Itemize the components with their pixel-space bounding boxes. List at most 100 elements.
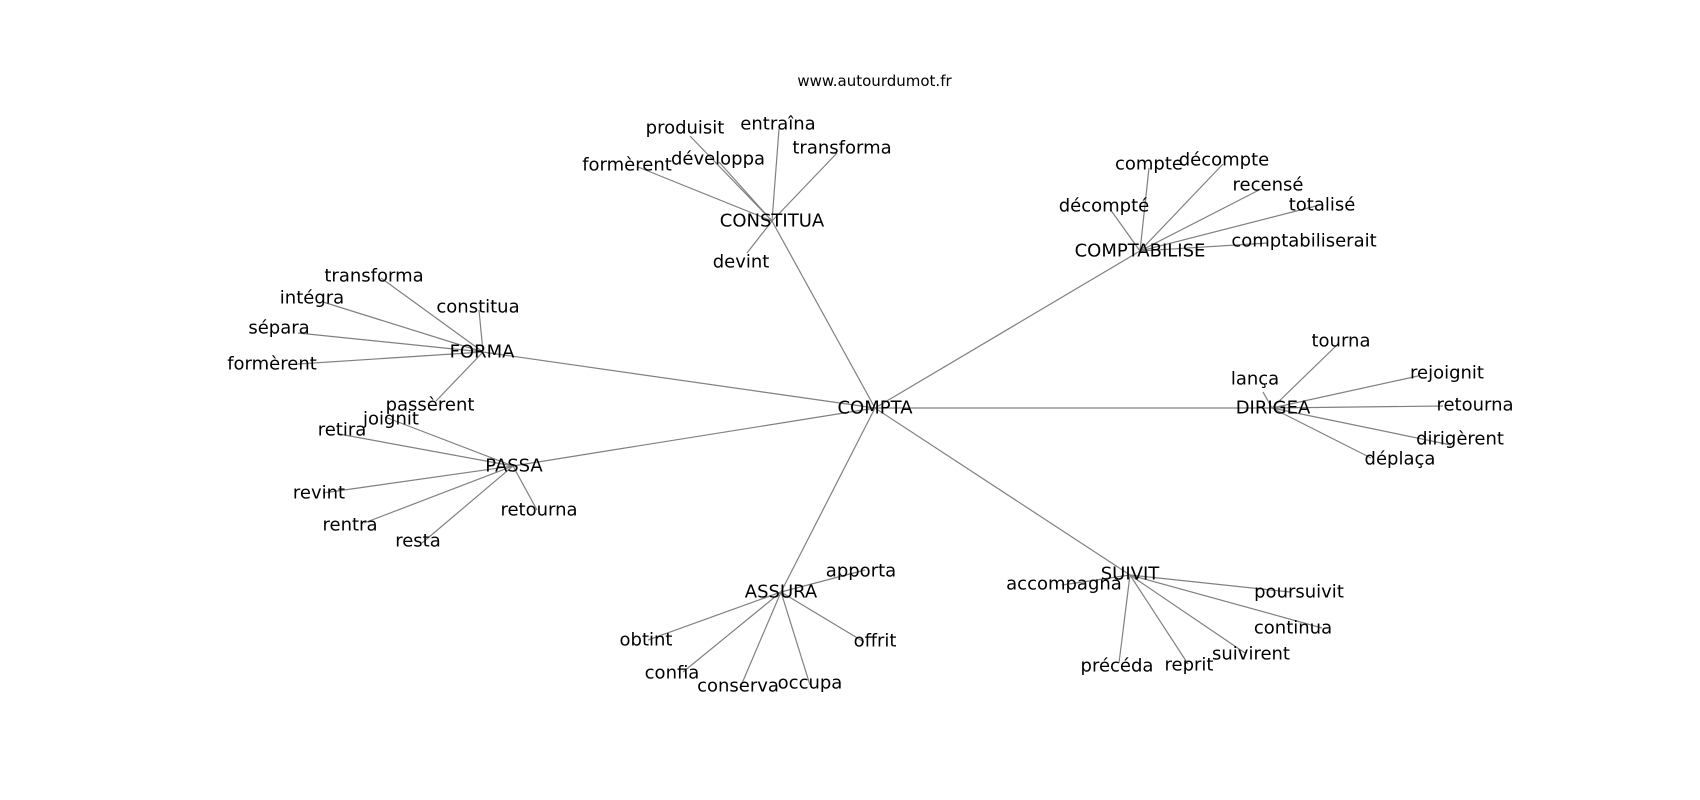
edge-passa-resta [421,465,514,544]
leaf-node-label-suivit-preceda: précéda [1081,656,1154,677]
edge-suivit-accompagna [1061,574,1131,586]
leaf-node-label-assura-conserva: conserva [697,676,779,697]
leaf-node-label-constitua-transforma: transforma [792,138,891,159]
edge-constitua-entraina [771,128,780,222]
edge-dirigea-dirigerent [1271,407,1452,446]
leaf-node-label-passa-retira: retira [318,420,367,441]
leaf-node-label-constitua-formerent: formèrent [582,155,672,176]
leaf-node-label-dirigea-tourna: tourna [1311,331,1370,352]
edge-comptabilise-comptabiliserait [1139,242,1269,252]
hub-node-label-passa: PASSA [485,456,543,477]
edge-assura-apporta [780,569,866,593]
leaf-node-label-dirigea-rejoignit: rejoignit [1410,363,1484,384]
hub-node-label-dirigea: DIRIGEA [1236,398,1311,419]
leaf-node-label-suivit-accompagna: accompagna [1006,574,1122,595]
leaf-node-label-comptabilise-totalise: totalisé [1289,195,1356,216]
edge-dirigea-deplaca [1271,407,1372,459]
edge-passa-retira [338,433,514,467]
edge-dirigea-tourna [1271,344,1338,409]
leaf-node-label-comptabilise-compte: compte [1115,154,1183,175]
leaf-node-label-forma-integra: intégra [280,288,344,309]
leaf-node-label-suivit-continua: continua [1254,618,1332,639]
leaf-node-label-forma-constitua: constitua [436,297,519,318]
edge-suivit-poursuivit [1129,574,1291,593]
leaf-node-label-assura-apporta: apporta [826,561,896,582]
edge-suivit-reprit [1129,574,1189,665]
leaf-node-label-assura-occupa: occupa [778,673,843,694]
edge-dirigea-rejoignit [1271,375,1419,409]
leaf-node-label-passa-joignit: joignit [362,409,419,430]
leaf-node-label-dirigea-retourna: retourna [1436,395,1513,416]
hub-node-label-suivit: SUIVIT [1101,564,1161,585]
edge-suivit-continua [1129,574,1323,629]
labels: COMPTA CONSTITUA produisit entraîna développ… [227,114,1513,697]
edge-constitua-produisit [689,135,773,222]
edge-assura-offrit [780,591,865,643]
edge-comptabilise-compte [1139,167,1150,252]
leaf-node-label-dirigea-dirigerent: dirigèrent [1416,429,1504,450]
edge-suivit-suivirent [1129,574,1246,654]
edge-center-passa [512,407,876,467]
edge-forma-constitua [478,309,484,353]
edge-assura-confia [682,591,782,673]
hub-node-label-forma: FORMA [450,342,516,363]
leaf-node-label-constitua-devint: devint [713,252,770,273]
edge-center-assura [780,407,876,593]
edge-passa-joignit [384,416,514,467]
edge-passa-rentra [363,465,514,524]
edge-forma-transforma [380,277,484,353]
edge-comptabilise-recense [1139,188,1262,252]
edge-suivit-preceda [1118,574,1131,664]
edge-passa-revint [322,465,514,494]
leaf-node-label-dirigea-lanca: lança [1231,369,1279,390]
leaf-node-label-comptabilise-recense: recensé [1233,175,1304,196]
edge-comptabilise-decompte [1109,208,1141,252]
edge-passa-retourna [512,465,538,511]
edge-comptabilise-decompte [1139,163,1224,252]
edge-center-comptabilise [874,250,1141,409]
leaf-node-label-comptabilise-decompte: décompte [1179,150,1270,171]
edge-forma-formerent [297,351,484,365]
leaf-node-label-constitua-produisit: produisit [646,118,725,139]
edge-center-constitua [771,220,876,409]
leaf-node-label-assura-offrit: offrit [854,631,897,652]
edge-forma-passerent [435,351,484,402]
leaf-node-label-comptabilise-decompte: décompté [1059,196,1150,217]
leaf-node-label-forma-separa: sépara [248,318,309,339]
edge-center-forma [482,351,876,409]
hub-node-label-comptabilise: COMPTABILISE [1075,241,1206,262]
leaf-node-label-comptabilise-comptabiliserait: comptabiliserait [1231,231,1376,252]
edge-constitua-formerent [637,166,773,222]
leaf-node-label-assura-confia: confia [645,663,700,684]
leaf-node-label-dirigea-deplaca: déplaça [1365,449,1436,470]
leaf-node-label-suivit-suivirent: suivirent [1212,644,1290,665]
edge-assura-conserva [739,591,782,689]
leaf-node-label-passa-resta: resta [395,531,441,552]
edge-constitua-transforma [771,152,838,222]
edge-constitua-devint [746,220,773,254]
leaf-node-label-passa-revint: revint [293,483,345,504]
leaf-node-label-assura-obtint: obtint [620,630,673,651]
edge-forma-separa [297,332,484,353]
leaf-node-label-forma-transforma: transforma [324,266,423,287]
hub-node-label-assura: ASSURA [745,582,818,603]
edge-constitua-developpa [718,161,773,222]
edge-assura-occupa [780,591,811,686]
watermark: www.autourdumot.fr [797,72,952,90]
edge-forma-integra [322,301,484,353]
edge-dirigea-retourna [1271,405,1444,409]
leaf-node-label-passa-retourna: retourna [500,500,577,521]
leaf-node-label-passa-rentra: rentra [323,515,378,536]
edge-dirigea-lanca [1262,391,1273,409]
leaf-node-label-suivit-poursuivit: poursuivit [1254,582,1344,603]
edges [297,128,1452,689]
edge-center-suivit [874,407,1131,576]
edge-assura-obtint [647,591,782,641]
leaf-node-label-constitua-entraina: entraîna [740,114,815,135]
leaf-node-label-suivit-reprit: reprit [1165,655,1214,676]
hub-node-label-constitua: CONSTITUA [720,211,825,232]
leaf-node-label-constitua-developpa: développa [671,149,765,170]
edge-comptabilise-totalise [1139,205,1317,252]
center-node-label: COMPTA [837,398,913,419]
